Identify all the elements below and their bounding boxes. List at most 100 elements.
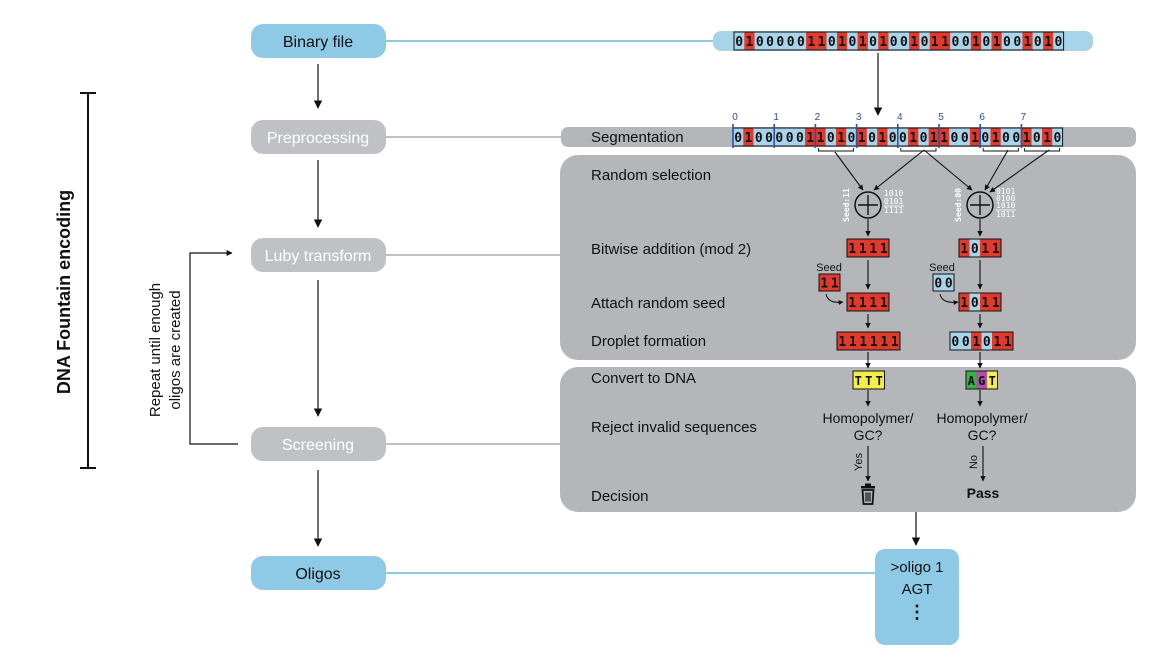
right-seed-cell [943, 274, 954, 291]
selection-arrows [834, 149, 1050, 193]
step-preprocessing[interactable]: Preprocessing [251, 120, 386, 154]
right-seed-char: 0 [934, 276, 942, 291]
left-attached-char: 1 [859, 296, 867, 311]
side-bracket [80, 92, 96, 469]
segment-brace [900, 148, 937, 152]
file-bit-cell [785, 32, 796, 50]
file-bit-char: 0 [962, 35, 970, 50]
right-dna-char: T [989, 374, 996, 388]
segment-bit-char: 0 [1002, 131, 1010, 146]
left-attached-char: 1 [869, 296, 877, 311]
left-seed-char: 1 [831, 276, 839, 291]
right-dna-cell [966, 371, 977, 389]
step-preprocessing-label: Preprocessing [267, 130, 369, 147]
file-bit-cell [878, 32, 889, 50]
right-seed-cell [933, 274, 944, 291]
segment-bit-cell [918, 128, 929, 146]
file-bit-cell [816, 32, 827, 50]
segment-bit-cell [969, 128, 981, 146]
segment-index: 0 [732, 112, 738, 123]
file-bit-char: 1 [818, 35, 826, 50]
step-luby-label: Luby transform [265, 248, 372, 265]
step-screening[interactable]: Screening [251, 427, 386, 461]
left-attached-frame [846, 292, 890, 312]
file-bit-char: 1 [910, 35, 918, 50]
screening-panel: Convert to DNA Reject invalid sequences … [560, 367, 1136, 512]
right-attached-cell [959, 293, 970, 311]
xor-left-input-2: 0101 [884, 197, 903, 206]
segment-index: 4 [897, 112, 903, 123]
file-bit-cell [991, 32, 1002, 50]
reject-label: Reject invalid sequences [591, 419, 757, 436]
left-seed-cell [819, 274, 830, 291]
segment-bit-cell [1000, 128, 1012, 146]
segment-bit-cell [774, 128, 785, 146]
file-bit-char: 0 [869, 35, 877, 50]
xor-left-result: 1111 [884, 206, 903, 215]
segmentation-label: Segmentation [591, 129, 684, 146]
step-binary-file[interactable]: Binary file [251, 24, 386, 58]
encoding-title: DNA Fountain encoding [54, 190, 74, 394]
xor-right-input-2: 0100 [996, 194, 1015, 203]
step-luby-transform[interactable]: Luby transform [251, 238, 386, 272]
segment-bit-cell [753, 128, 764, 146]
oligo-header: >oligo 1 [891, 559, 944, 576]
repeat-label-1: Repeat until enough [147, 283, 164, 417]
seed-left-label: Seed:11 [842, 188, 851, 222]
segment-bit-cell [733, 128, 744, 146]
right-attached-char: 1 [992, 296, 1000, 311]
file-bit-char: 0 [828, 35, 836, 50]
segment-index: 7 [1021, 112, 1027, 123]
left-sum-char: 1 [869, 242, 877, 257]
segment-bit-char: 1 [940, 131, 948, 146]
segment-bit-char: 0 [786, 131, 794, 146]
segment-bit-cell [815, 128, 826, 146]
segment-bit-char: 0 [775, 131, 783, 146]
right-sum-cell [980, 239, 991, 257]
segment-bit-char: 0 [848, 131, 856, 146]
file-bit-char: 1 [838, 35, 846, 50]
file-bit-cell [826, 32, 837, 50]
segment-bit-cell [928, 128, 939, 146]
right-dna-frame [965, 370, 998, 390]
right-droplet-char: 0 [962, 335, 970, 350]
segment-bit-char: 1 [858, 131, 866, 146]
right-droplet-char: 1 [993, 335, 1001, 350]
seed-right-tag: Seed [929, 262, 955, 274]
file-bit-cell [867, 32, 879, 50]
left-attached-cell [868, 293, 879, 311]
left-check-1: Homopolymer/ [822, 410, 913, 426]
segment-bit-cell [1042, 128, 1053, 146]
segment-bit-char: 1 [930, 131, 938, 146]
droplet-label: Droplet formation [591, 333, 706, 350]
segment-bit-cell [939, 128, 950, 146]
right-droplet-char: 0 [951, 335, 959, 350]
step-binary-label: Binary file [283, 34, 353, 51]
left-attached-char: 1 [848, 296, 856, 311]
segment-bit-cell [846, 128, 857, 146]
file-bit-char: 0 [1034, 35, 1042, 50]
left-check-2: GC? [854, 427, 883, 443]
left-sum-cell [868, 239, 879, 257]
trash-icon [861, 483, 875, 505]
left-droplet-frame [836, 331, 901, 351]
right-droplet-cell [971, 332, 982, 350]
left-sum-frame [846, 238, 890, 258]
pill-connectors [385, 40, 875, 574]
right-seed-char: 0 [945, 276, 953, 291]
step-oligos[interactable]: Oligos [251, 556, 386, 590]
left-sum-char: 1 [848, 242, 856, 257]
right-sum-cell [959, 239, 970, 257]
right-sum-char: 1 [992, 242, 1000, 257]
right-sum-frame [958, 238, 1002, 258]
segment-bit-char: 0 [899, 131, 907, 146]
left-dna-char: T [876, 374, 883, 388]
segment-bit-cell [1052, 128, 1063, 146]
